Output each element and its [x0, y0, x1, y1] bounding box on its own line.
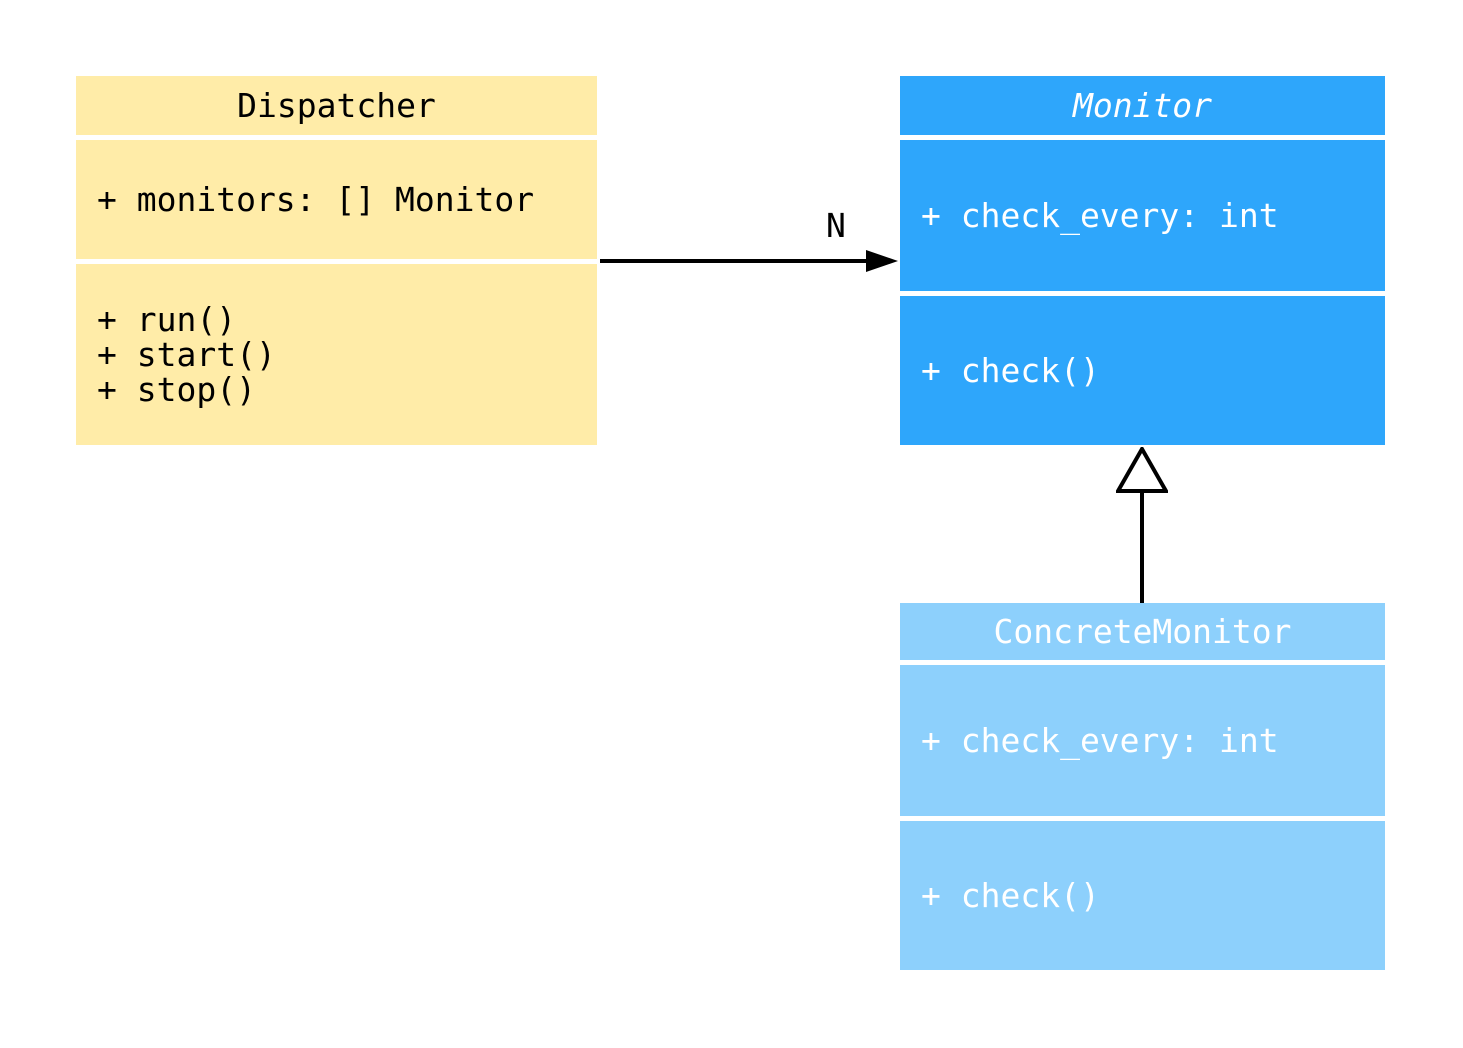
inheritance-line [1140, 490, 1144, 603]
attribute-row: + monitors: [] Monitor [97, 180, 535, 219]
method-row: + check() [921, 876, 1100, 915]
method-row: + run() [97, 300, 237, 339]
class-title: Dispatcher [237, 86, 436, 125]
class-box-monitor: Monitor + check_every: int + check() [900, 76, 1385, 445]
class-methods-section: + run() + start() + stop() [76, 264, 597, 445]
association-line [600, 259, 868, 263]
attribute-row: + check_every: int [921, 721, 1279, 760]
class-title-section: Monitor [900, 76, 1385, 135]
association-arrowhead-icon [866, 250, 898, 272]
class-title-section: ConcreteMonitor [900, 603, 1385, 660]
class-methods-section: + check() [900, 296, 1385, 445]
method-row: + check() [921, 351, 1100, 390]
class-title: ConcreteMonitor [993, 612, 1292, 651]
method-row: + start() [97, 335, 276, 374]
class-title: Monitor [1072, 86, 1213, 125]
attribute-row: + check_every: int [921, 196, 1279, 235]
class-attributes-section: + monitors: [] Monitor [76, 140, 597, 259]
inheritance-triangle-icon [1116, 447, 1168, 493]
class-attributes-section: + check_every: int [900, 140, 1385, 291]
class-box-dispatcher: Dispatcher + monitors: [] Monitor + run(… [76, 76, 597, 445]
association-multiplicity-label: N [826, 206, 846, 245]
method-row: + stop() [97, 370, 256, 409]
class-attributes-section: + check_every: int [900, 665, 1385, 816]
class-title-section: Dispatcher [76, 76, 597, 135]
class-methods-section: + check() [900, 821, 1385, 970]
class-box-concrete-monitor: ConcreteMonitor + check_every: int + che… [900, 603, 1385, 970]
